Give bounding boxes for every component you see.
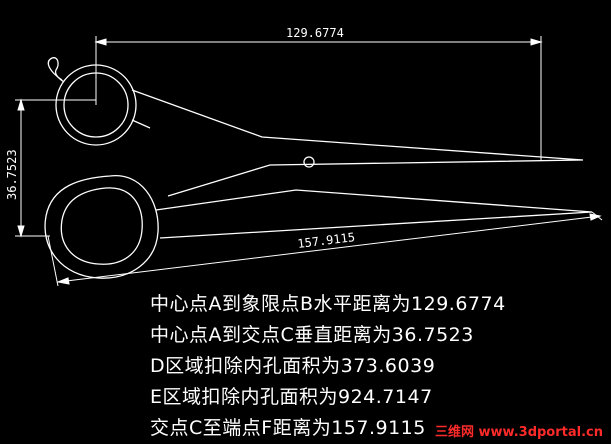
dim-slanted-arrow-left [56,277,70,285]
lower-handle-outer [44,175,159,279]
dim-horizontal-arrow-right [530,38,543,46]
dim-horizontal-arrow-left [94,38,107,46]
lower-blade [155,189,593,239]
finger-hook [47,57,65,83]
note-line-4: E区域扣除内孔面积为924.7147 [150,386,433,408]
dim-horizontal-value: 129.6774 [286,26,344,40]
lower-handle-inner [60,187,143,265]
dim-slanted-arrow-right [589,213,602,221]
pivot-screw [303,156,315,168]
upper-blade [131,89,584,197]
watermark: 三维网 www.3dportal.cn [434,425,603,440]
dim-slanted-line [57,215,601,283]
dim-vertical-arrow-top [17,98,25,111]
dim-slanted-value: 157.9115 [297,230,356,251]
note-line-2: 中心点A到交点C垂直距离为36.7523 [150,324,474,346]
dim-vertical-value: 36.7523 [5,149,19,200]
note-line-1: 中心点A到象限点B水平距离为129.6774 [150,293,506,315]
note-line-5: 交点C至端点F距离为157.9115 [150,417,426,439]
dim-vertical-arrow-bottom [17,225,25,238]
note-line-3: D区域扣除内孔面积为373.6039 [150,355,436,377]
dim-slanted-ext-left [47,235,59,287]
